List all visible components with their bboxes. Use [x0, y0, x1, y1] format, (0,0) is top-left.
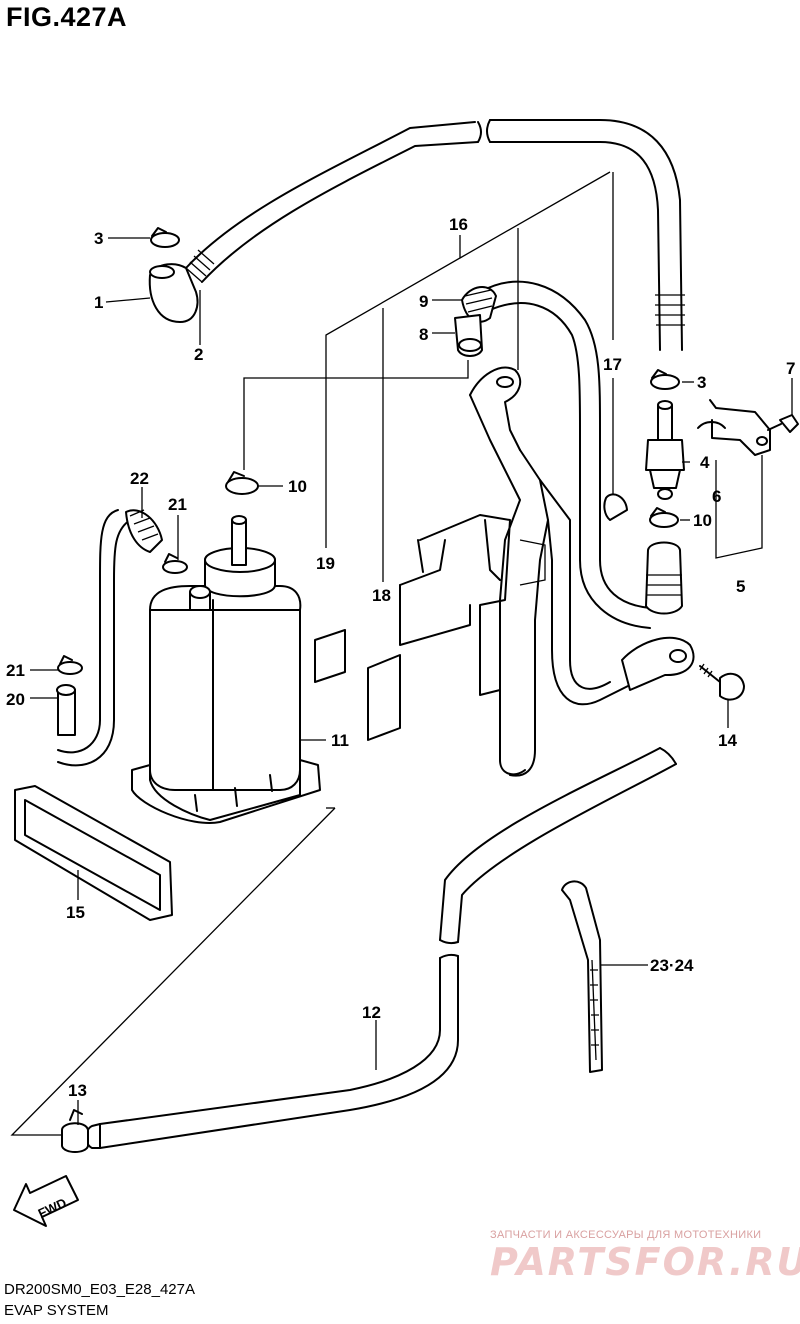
- bracket-assembly: [399, 366, 695, 777]
- clamp-13: [61, 1109, 89, 1153]
- callout-3-upper: 3: [94, 229, 103, 248]
- callout-10-right: 10: [693, 511, 712, 530]
- callout-12: 12: [362, 1003, 381, 1022]
- callout-6: 6: [712, 487, 721, 506]
- callout-5: 5: [736, 577, 745, 596]
- leader-lines: [10, 171, 793, 1136]
- callout-22: 22: [130, 469, 149, 488]
- callout-numbers: 1 2 3 3 4 5 6 7 8 9 10 10 11 12 13 14 15…: [6, 215, 795, 1100]
- watermark-tagline: ЗАПЧАСТИ И АКСЕССУАРЫ ДЛЯ МОТОТЕХНИКИ: [490, 1229, 762, 1241]
- bolt-14: [699, 663, 745, 701]
- diagram-code: DR200SM0_E03_E28_427A: [4, 1281, 195, 1298]
- callout-13: 13: [68, 1081, 87, 1100]
- bracket-5-6: [697, 399, 799, 559]
- callout-17: 17: [603, 355, 622, 374]
- callout-3-right: 3: [697, 373, 706, 392]
- callout-4: 4: [700, 453, 710, 472]
- figure-title: FIG.427A: [6, 2, 128, 32]
- clamp-10-left: [225, 471, 259, 495]
- hose-2-upper: [185, 119, 685, 351]
- callout-18: 18: [372, 586, 391, 605]
- hose-9-loop: [454, 280, 651, 629]
- callout-21-lower: 21: [6, 661, 25, 680]
- callout-19: 19: [316, 554, 335, 573]
- callout-14: 14: [718, 731, 737, 750]
- fwd-arrow-icon: FWD: [13, 1175, 79, 1227]
- hose-2-corrugation: [185, 249, 215, 283]
- callout-8: 8: [419, 325, 428, 344]
- canister-11: [131, 515, 321, 824]
- callout-16: 16: [449, 215, 468, 234]
- callout-1: 1: [94, 293, 103, 312]
- callout-7: 7: [786, 359, 795, 378]
- callout-21-upper: 21: [168, 495, 187, 514]
- label-18: [367, 654, 401, 741]
- hose-22-20: [56, 509, 188, 767]
- callout-15: 15: [66, 903, 85, 922]
- callout-20: 20: [6, 690, 25, 709]
- valve-4: [645, 369, 685, 615]
- tie-23-24: [561, 880, 603, 1073]
- callout-11: 11: [331, 731, 349, 750]
- clamp-3-upper: [150, 227, 180, 248]
- watermark-logo: PARTSFOR.RU: [490, 1240, 800, 1284]
- callout-23-24: 23·24: [650, 956, 694, 975]
- label-19: [314, 629, 346, 683]
- callout-2: 2: [194, 345, 203, 364]
- callout-9: 9: [419, 292, 428, 311]
- strap-15: [14, 785, 173, 921]
- elbow-1: [148, 263, 199, 323]
- callout-10-left: 10: [288, 477, 307, 496]
- hose-12-lower: [85, 747, 677, 1149]
- piece-17: [603, 493, 628, 521]
- diagram-name: EVAP SYSTEM: [4, 1302, 109, 1319]
